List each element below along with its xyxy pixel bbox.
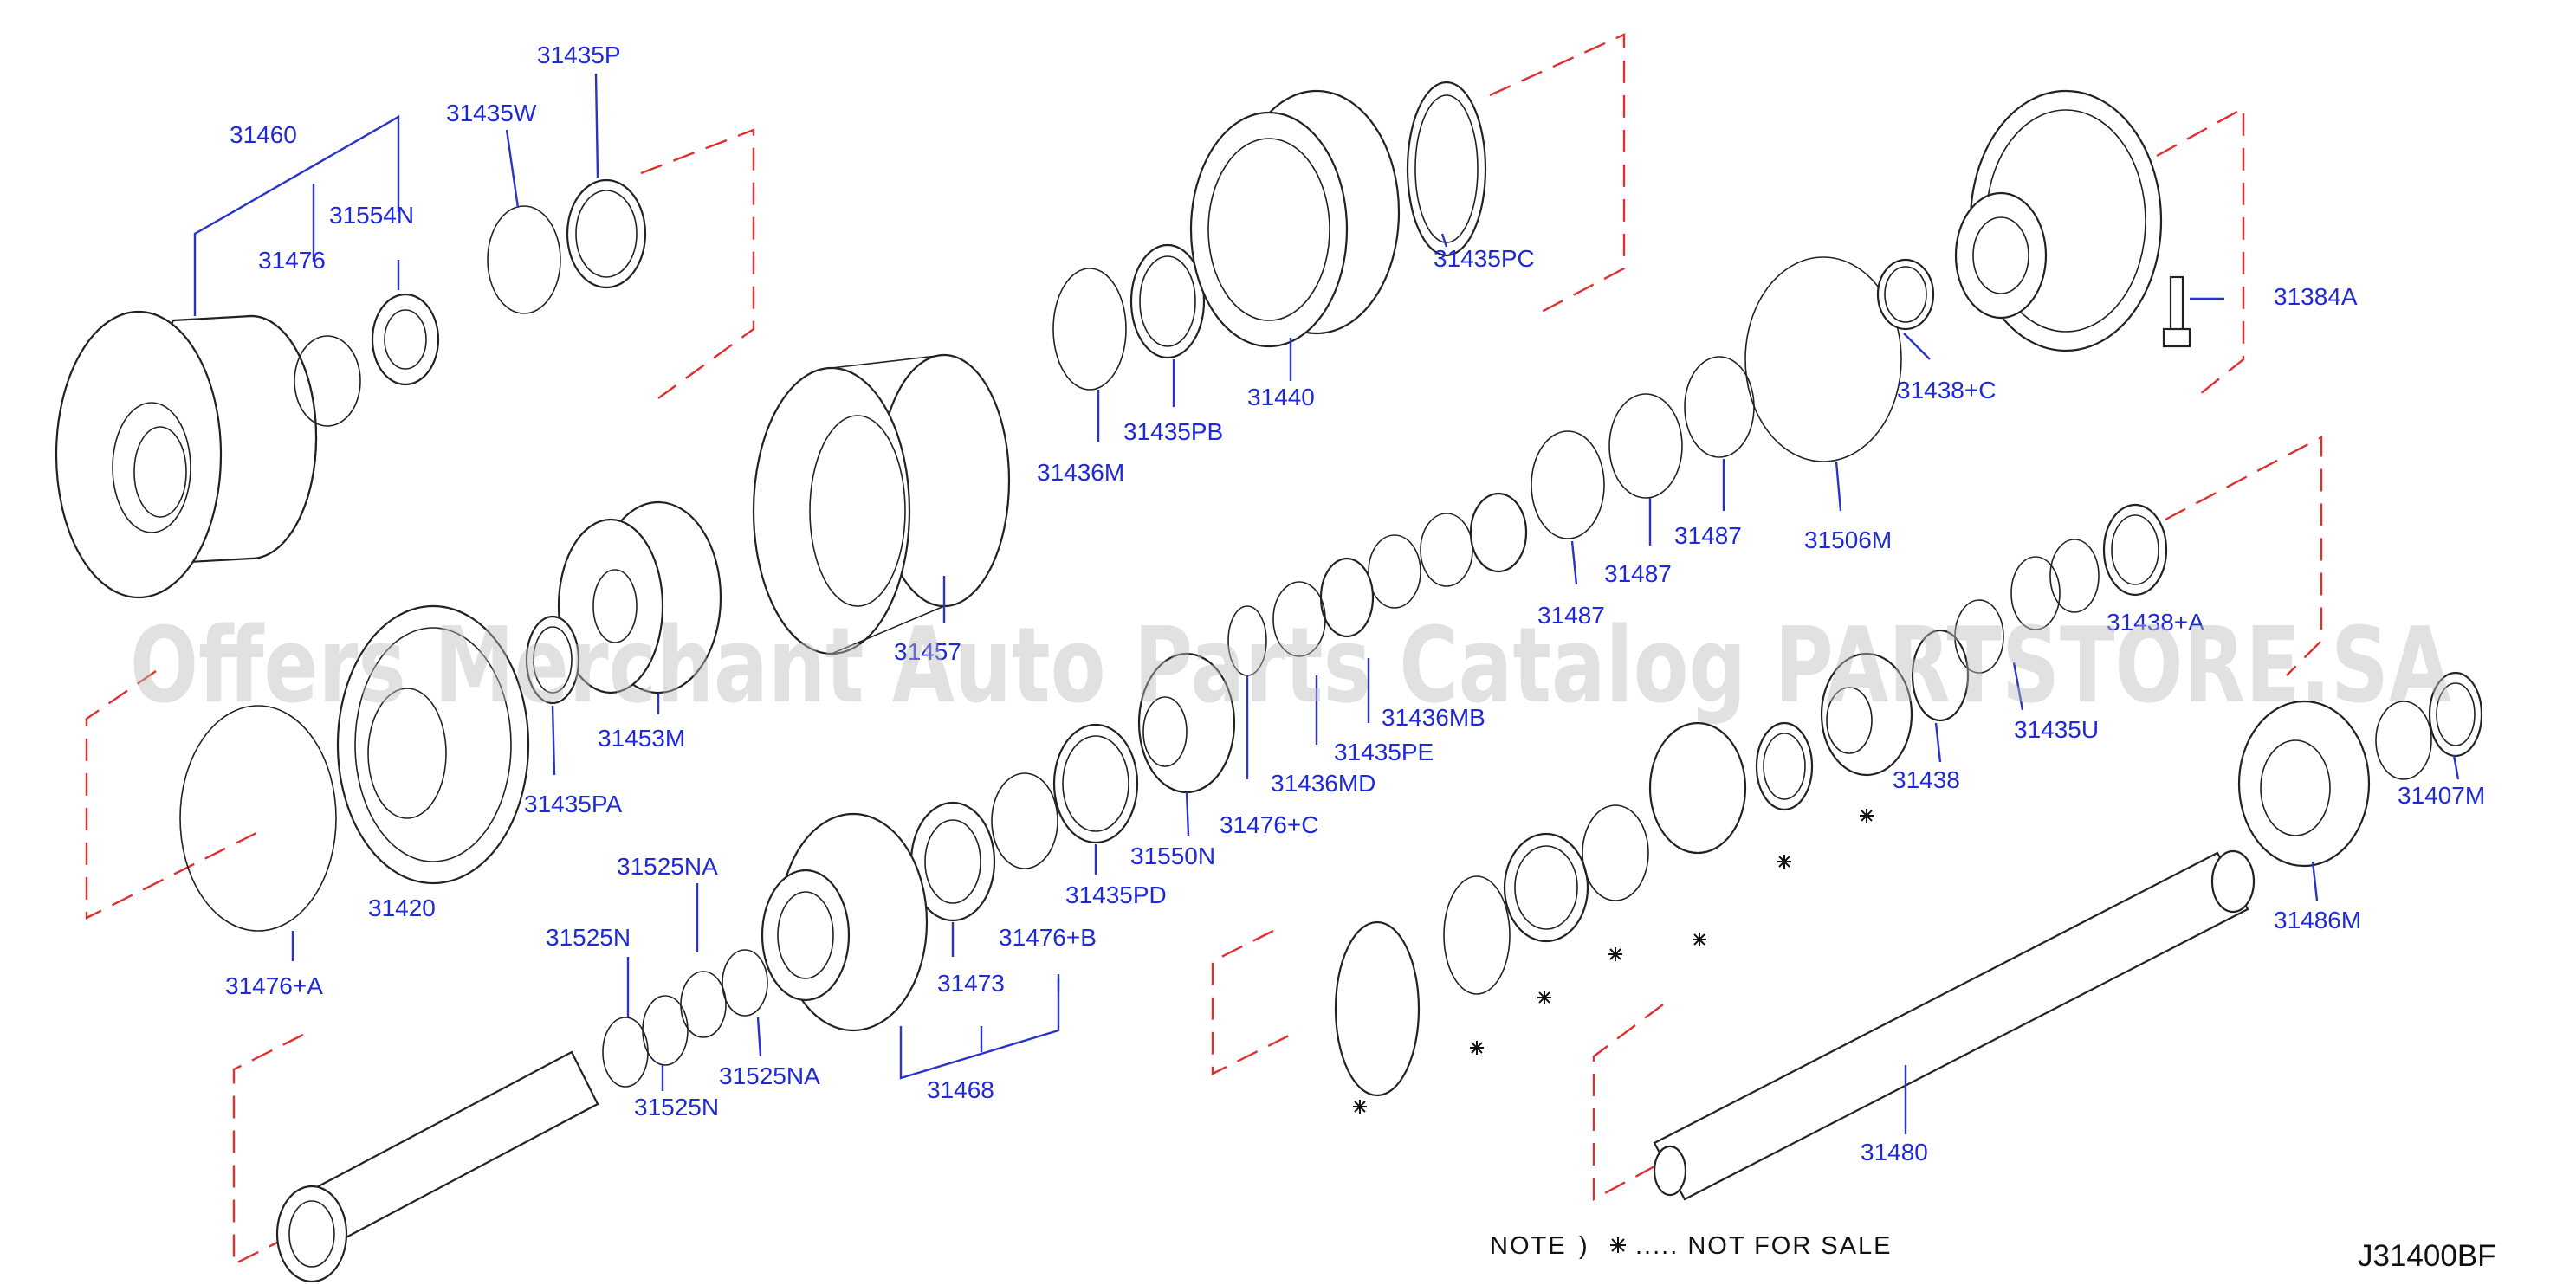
- part-label-31480[interactable]: 31480: [1861, 1139, 1928, 1166]
- part-label-31550N[interactable]: 31550N: [1130, 843, 1215, 869]
- part-label-31420[interactable]: 31420: [368, 894, 436, 921]
- part-label-31435P[interactable]: 31435P: [537, 42, 621, 68]
- part-labels: 31460 31476 31554N 31435W 31435P 31435PC…: [225, 42, 2485, 1166]
- part-label-31436MD[interactable]: 31436MD: [1271, 770, 1375, 797]
- part-label-31457[interactable]: 31457: [894, 638, 961, 665]
- part-label-31435W[interactable]: 31435W: [446, 100, 537, 126]
- part-31420-gear[interactable]: [336, 604, 530, 885]
- part-31384A-bolt[interactable]: [2162, 275, 2191, 348]
- not-for-sale-star-icon: [1537, 991, 1551, 1004]
- not-for-sale-star-icon: [1353, 1100, 1367, 1114]
- watermark-text: Offers Merchant Auto Parts Catalog PARTS…: [130, 606, 2451, 726]
- not-for-sale-star-icon: [1610, 1237, 1626, 1253]
- part-31554N-bearing[interactable]: [371, 293, 440, 386]
- part-31407M-washers[interactable]: [2375, 671, 2483, 780]
- part-31506M-ring[interactable]: [1744, 256, 1902, 462]
- part-label-31453M[interactable]: 31453M: [598, 725, 685, 752]
- part-31487-rings[interactable]: [1531, 356, 1755, 539]
- note-text: ..... NOT FOR SALE: [1635, 1232, 1893, 1260]
- part-label-31525N-b[interactable]: 31525N: [634, 1094, 719, 1120]
- part-label-31436M[interactable]: 31436M: [1037, 459, 1124, 486]
- part-label-31487-a[interactable]: 31487: [1674, 522, 1742, 549]
- part-31525-rings[interactable]: [602, 949, 768, 1088]
- part-label-31487-c[interactable]: 31487: [1537, 602, 1605, 629]
- not-for-sale-star-icon: [1608, 947, 1622, 961]
- note-prefix: NOTE: [1490, 1232, 1567, 1260]
- part-31435PC-washer[interactable]: [1406, 81, 1487, 257]
- part-label-31525N-a[interactable]: 31525N: [546, 924, 631, 951]
- not-for-sale-star-icon: [1860, 809, 1874, 823]
- not-for-sale-star-icon: [1470, 1041, 1484, 1055]
- part-31436M-ring[interactable]: [1052, 268, 1127, 391]
- part-label-31525NA-b[interactable]: 31525NA: [719, 1062, 820, 1089]
- not-for-sale-star-icon: [1777, 855, 1791, 869]
- part-31435PB-washer[interactable]: [1129, 243, 1206, 359]
- part-label-31486M[interactable]: 31486M: [2274, 907, 2361, 933]
- part-label-31435PA[interactable]: 31435PA: [524, 791, 622, 817]
- footer-note: NOTE ) ..... NOT FOR SALE: [1490, 1232, 1893, 1260]
- part-label-31438A[interactable]: 31438+A: [2107, 609, 2204, 636]
- part-label-31435U[interactable]: 31435U: [2014, 716, 2099, 743]
- part-label-31476C[interactable]: 31476+C: [1220, 811, 1318, 838]
- part-label-31436MB[interactable]: 31436MB: [1382, 704, 1485, 731]
- part-31468-hub[interactable]: [761, 812, 929, 1032]
- part-31438C-washer[interactable]: [1876, 258, 1935, 331]
- part-label-31435PD[interactable]: 31435PD: [1065, 881, 1167, 908]
- part-label-31438C[interactable]: 31438+C: [1897, 377, 1996, 404]
- part-label-31476B[interactable]: 31476+B: [999, 924, 1097, 951]
- part-31473-bearing[interactable]: [909, 801, 996, 922]
- note-paren: ): [1579, 1232, 1589, 1260]
- part-label-31407M[interactable]: 31407M: [2398, 782, 2485, 809]
- part-label-31476A[interactable]: 31476+A: [225, 972, 323, 999]
- part-label-31473[interactable]: 31473: [937, 970, 1005, 997]
- part-label-31438[interactable]: 31438: [1893, 766, 1960, 793]
- part-input-shaft[interactable]: [275, 1050, 599, 1283]
- not-for-sale-star-icon: [1693, 933, 1706, 946]
- part-label-31460[interactable]: 31460: [230, 121, 297, 148]
- part-31440-clutch-drum[interactable]: [1189, 89, 1401, 348]
- part-31435W-washer[interactable]: [487, 205, 561, 314]
- drawing-code: J31400BF: [2358, 1239, 2496, 1273]
- part-31460-drum[interactable]: [55, 310, 318, 599]
- part-31453M-carrier[interactable]: [557, 500, 722, 694]
- leader-lines: [193, 73, 2460, 1134]
- part-31486M-gear[interactable]: [2237, 700, 2371, 868]
- part-label-31440[interactable]: 31440: [1247, 384, 1315, 410]
- part-label-31384A[interactable]: 31384A: [2274, 283, 2358, 310]
- part-31476A-snap-ring[interactable]: [179, 705, 337, 932]
- part-label-31435PE[interactable]: 31435PE: [1334, 739, 1434, 765]
- part-washer-stack-low[interactable]: [1334, 503, 2168, 1097]
- part-washer-stack-mid[interactable]: [1227, 492, 1528, 676]
- part-31435PD-washer[interactable]: [1052, 723, 1139, 844]
- part-label-31435PB[interactable]: 31435PB: [1123, 418, 1223, 445]
- part-31457-drum[interactable]: [752, 353, 1011, 655]
- part-label-31506M[interactable]: 31506M: [1804, 526, 1892, 553]
- part-31480-mainshaft[interactable]: [1653, 849, 2256, 1201]
- part-output-gear-housing[interactable]: [1954, 89, 2163, 352]
- part-31435P-washer[interactable]: [566, 178, 647, 289]
- part-31435PA-washer[interactable]: [525, 615, 580, 705]
- part-label-31487-b[interactable]: 31487: [1604, 560, 1672, 587]
- not-for-sale-markers: [1353, 809, 1874, 1114]
- part-label-31554N[interactable]: 31554N: [329, 202, 414, 229]
- part-31476B-ring[interactable]: [991, 772, 1058, 869]
- part-label-31468[interactable]: 31468: [927, 1076, 994, 1103]
- part-label-31476[interactable]: 31476: [258, 247, 326, 274]
- part-31476-snap-ring[interactable]: [294, 335, 361, 427]
- part-label-31435PC[interactable]: 31435PC: [1434, 245, 1535, 272]
- part-label-31525NA-a[interactable]: 31525NA: [617, 853, 718, 880]
